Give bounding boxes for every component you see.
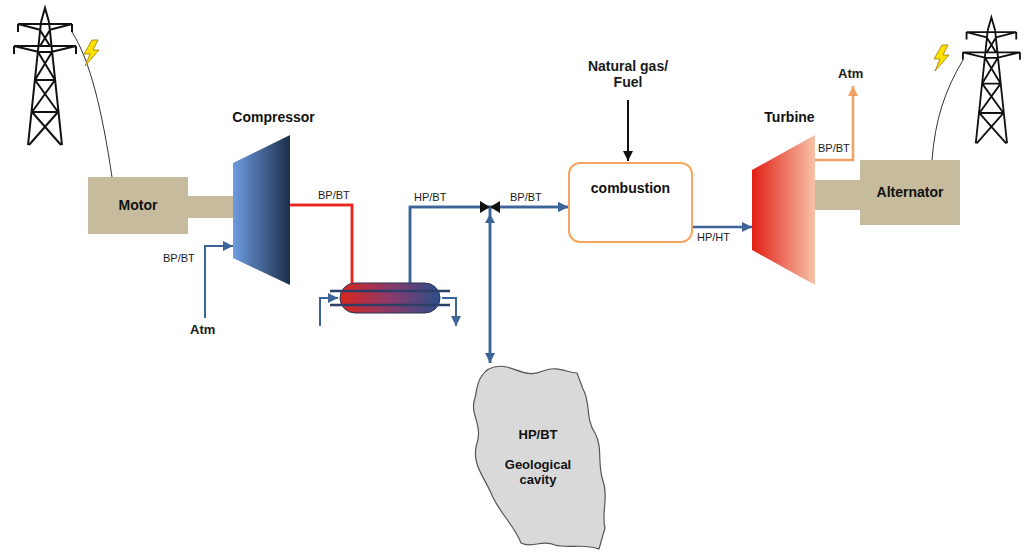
air-flow-line-segment <box>290 205 352 283</box>
lightning-symbol <box>84 40 99 66</box>
turbine-symbol: Turbine <box>752 135 815 285</box>
pressure-label: BP/BT <box>510 191 542 204</box>
node-label: Compressor <box>232 109 314 126</box>
power-wire <box>932 60 963 160</box>
geological-cavity: HP/BT Geological cavity <box>463 363 613 551</box>
fuel-line <box>627 100 629 161</box>
drive-shaft <box>188 207 233 208</box>
node-label: Motor <box>119 197 158 214</box>
lightning-symbol <box>934 45 949 71</box>
hot-gas-line <box>693 227 752 228</box>
atm-label: Atm <box>838 66 863 81</box>
exhaust-line <box>815 86 853 160</box>
arrow-head <box>485 214 495 223</box>
drive-shaft <box>815 195 860 196</box>
pressure-label: BP/BT <box>818 142 850 155</box>
valve-symbol <box>480 201 490 213</box>
atm-label: Atm <box>190 322 215 337</box>
storage-fill-line-segment <box>290 205 352 283</box>
drive-shaft-segment <box>815 180 860 210</box>
heat-exchanger <box>340 283 440 313</box>
storage-fill-line <box>290 205 490 363</box>
turbine-symbol-body <box>752 135 815 285</box>
pressure-label: BP/BT <box>318 189 350 202</box>
coolant-out-line <box>442 298 456 326</box>
fuel-label: Natural gas/ Fuel <box>578 58 678 90</box>
node-label: Alternator <box>877 184 944 201</box>
node-label: HP/BT <box>519 427 558 443</box>
compressor-symbol: Compressor <box>233 135 290 285</box>
compressor-symbol-body <box>233 135 290 285</box>
motor-box: Motor <box>88 177 188 234</box>
node-label: combustion <box>591 180 670 197</box>
turbine-symbol-outline <box>752 135 815 285</box>
alternator-box: Alternator <box>860 160 960 225</box>
edge-label: HP/HT <box>697 231 730 244</box>
drive-shaft-segment <box>188 196 233 218</box>
pylon-frame <box>14 8 76 145</box>
cavity-body <box>473 366 605 549</box>
storage-discharge-line <box>490 207 568 363</box>
power-wire <box>72 32 112 177</box>
heat-exchanger-tubes <box>330 291 450 305</box>
compressor-symbol-outline <box>233 135 290 285</box>
power-pylon <box>14 8 76 145</box>
air-inlet-line <box>205 246 233 318</box>
valve-symbol <box>490 201 500 213</box>
pressure-label: HP/BT <box>414 191 446 204</box>
pressure-label: BP/BT <box>163 252 195 265</box>
storage-discharge-line-segment <box>490 207 568 363</box>
node-label: Turbine <box>764 109 814 126</box>
air-flow-line <box>290 205 568 283</box>
coolant-in-line <box>320 298 338 326</box>
pylon-frame <box>963 17 1020 143</box>
power-pylon <box>963 17 1020 143</box>
hot-gas-line-segment <box>693 226 752 229</box>
combustion-chamber: combustion <box>568 162 693 243</box>
node-label: Geological cavity <box>495 457 581 488</box>
